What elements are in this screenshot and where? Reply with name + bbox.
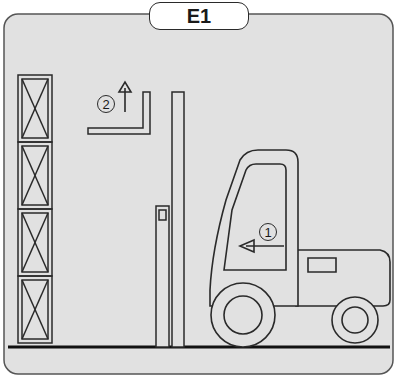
panel-ground — [4, 14, 393, 374]
forklift-body — [210, 150, 390, 347]
ground-line — [8, 346, 390, 349]
callout-number: 1 — [259, 223, 277, 241]
lift-arrow — [119, 82, 131, 112]
figure-id: E1 — [187, 6, 211, 26]
crate-stack — [18, 75, 52, 343]
drive-arrow — [240, 240, 284, 252]
tab-heading: E1 — [149, 2, 249, 30]
mast — [156, 92, 184, 347]
callout-number: 2 — [97, 95, 115, 113]
fork — [88, 92, 150, 134]
